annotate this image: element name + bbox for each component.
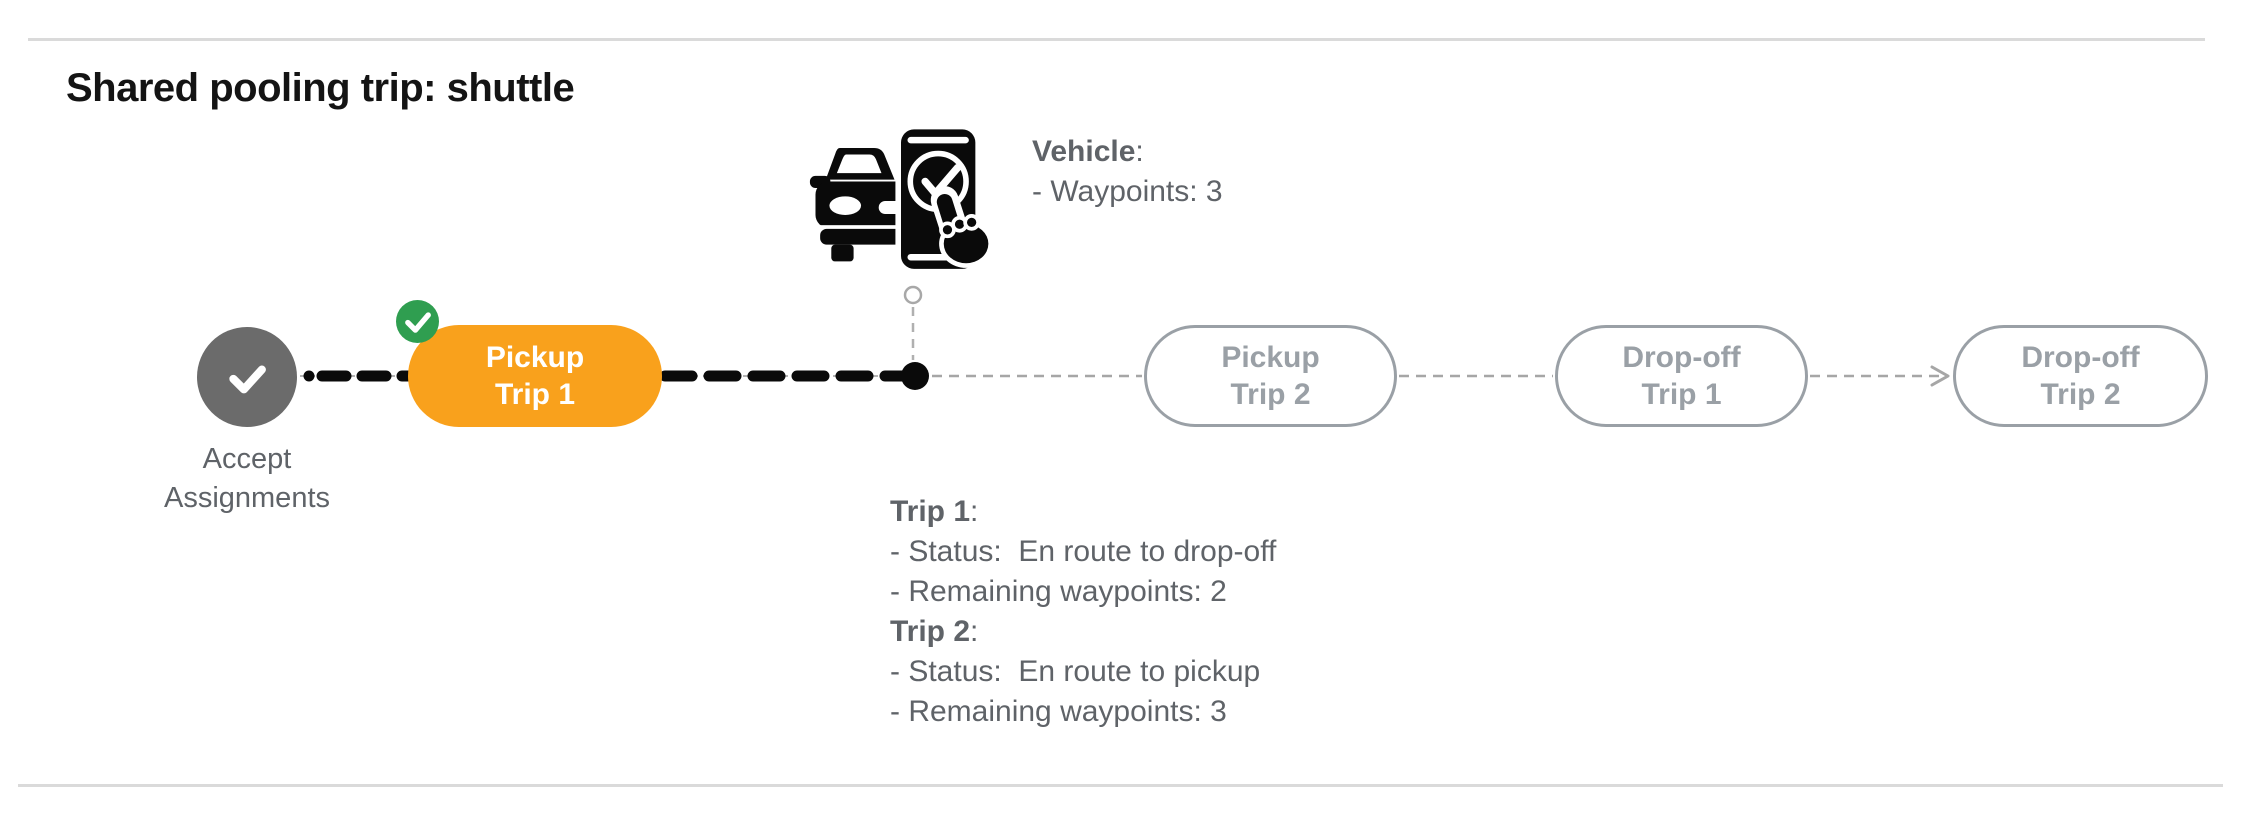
bottom-divider — [18, 784, 2223, 787]
check-icon — [229, 365, 266, 394]
arrowhead-icon — [1930, 365, 1950, 387]
accept-assignments-label: Accept Assignments — [163, 443, 330, 514]
stage-pickup-trip-2: Pickup Trip 2 — [1144, 325, 1397, 427]
check-circle-icon — [405, 312, 431, 333]
trip-info: Trip 1: - Status: En route to drop-off -… — [890, 492, 1276, 732]
trip1-status: - Status: En route to drop-off — [890, 535, 1277, 568]
trip1-waypoints: - Remaining waypoints: 2 — [890, 575, 1227, 608]
trip2-status: - Status: En route to pickup — [890, 655, 1261, 688]
stage-pickup-trip-1: Pickup Trip 1 — [408, 325, 662, 427]
top-divider — [28, 38, 2205, 41]
vehicle-info-title: Vehicle — [1032, 135, 1136, 168]
accept-assignments-node — [197, 327, 297, 427]
trip1-title: Trip 1 — [890, 495, 971, 528]
traveled-path-dot — [303, 370, 315, 382]
vehicle-position-dot — [901, 362, 929, 390]
completed-badge — [396, 300, 439, 343]
stage-dropoff-trip-2: Drop-off Trip 2 — [1953, 325, 2208, 427]
vehicle-anchor-circle — [903, 285, 923, 305]
vehicle-waypoints: - Waypoints: 3 — [1032, 175, 1223, 208]
trip2-waypoints: - Remaining waypoints: 3 — [890, 695, 1227, 728]
stage-dropoff-trip-1: Drop-off Trip 1 — [1555, 325, 1808, 427]
page-title: Shared pooling trip: shuttle — [66, 66, 575, 110]
vehicle-info: Vehicle: - Waypoints: 3 — [1032, 132, 1223, 212]
vehicle-phone-check-icon — [809, 123, 994, 275]
trip2-title: Trip 2 — [890, 615, 971, 648]
